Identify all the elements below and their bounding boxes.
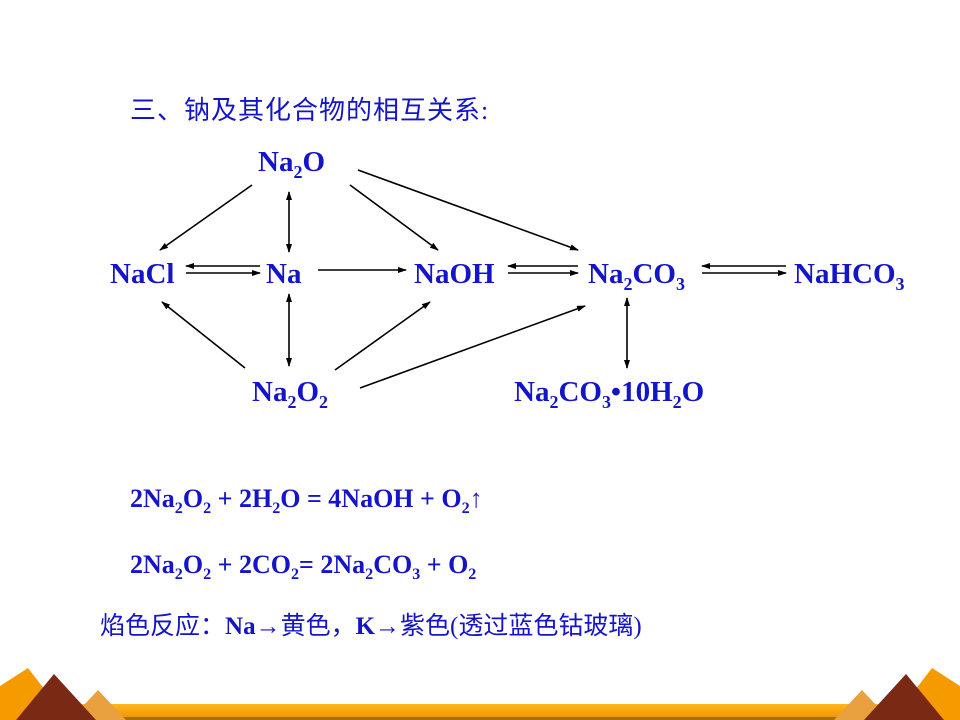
footer-triangle-left-maroon: [16, 674, 96, 720]
flame-na: Na→: [225, 613, 281, 640]
flame-test-line: 焰色反应：Na→黄色，K→紫色(透过蓝色钴玻璃): [100, 606, 642, 642]
flame-k: K→: [355, 613, 401, 640]
arrow-na2o-to-na2co3: [357, 169, 579, 251]
footer-triangle-right-tan: [834, 690, 890, 720]
footer-triangle-left-tan: [70, 690, 126, 720]
flame-na-color: 黄色，: [280, 613, 356, 640]
node-nahco3: NaHCO3: [794, 258, 905, 294]
node-na2o2: Na2O2: [252, 376, 328, 412]
equation-peroxide-co2: 2Na2O2 + 2CO2= 2Na2CO3 + O2: [130, 550, 477, 584]
footer-band: [0, 704, 960, 720]
equation-peroxide-water: 2Na2O2 + 2H2O = 4NaOH + O2↑: [130, 484, 483, 518]
arrow-na2o-to-nacl: [159, 184, 253, 251]
footer-triangle-left-orange: [0, 668, 68, 720]
node-nacl: NaCl: [110, 258, 175, 290]
node-naoh: NaOH: [414, 258, 495, 290]
node-na: Na: [266, 258, 302, 290]
flame-k-color: 紫色(透过蓝色钴玻璃): [400, 613, 642, 640]
slide-title: 三、钠及其化合物的相互关系:: [130, 96, 490, 125]
node-na2co3: Na2CO3: [588, 258, 685, 294]
arrow-na2o2-to-nacl: [161, 301, 246, 369]
arrow-na2o-to-naoh: [349, 184, 439, 251]
node-na2co3-10h2o: Na2CO3•10H2O: [514, 376, 705, 412]
footer-triangle-right-orange: [892, 668, 960, 720]
arrow-na2o2-to-naoh: [334, 301, 431, 371]
flame-label: 焰色反应：: [100, 613, 226, 640]
footer-decoration: [0, 668, 960, 720]
footer-triangle-right-maroon: [864, 674, 944, 720]
node-na2o: Na2O: [258, 146, 325, 182]
